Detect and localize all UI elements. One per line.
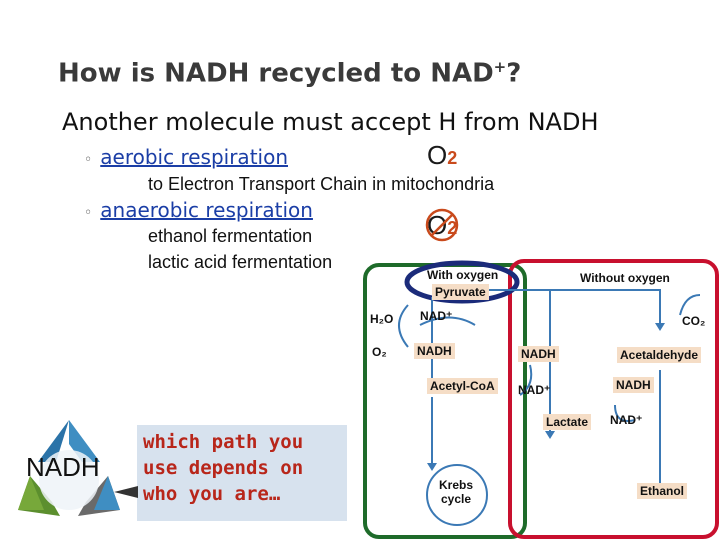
box-nadh-1: NADH <box>414 343 455 359</box>
arrow-o2-h2o <box>398 304 409 348</box>
arrow-pyruvate-acetaldehyde <box>488 289 661 325</box>
nadh-logo-label: NADH <box>26 452 100 482</box>
slide-title: How is NADH recycled to NAD+? <box>58 58 522 89</box>
ethanol-fermentation: ethanol fermentation <box>148 226 313 246</box>
arrow-nad-return <box>519 364 533 396</box>
box-pyruvate: Pyruvate <box>432 284 489 300</box>
metabolism-diagram <box>363 259 719 539</box>
label-co2: CO₂ <box>682 314 706 328</box>
pyruvate-highlight-oval <box>404 260 520 304</box>
label-nad-plus-3: NAD⁺ <box>610 413 643 427</box>
callout-box: which path you use depends on who you ar… <box>137 425 347 521</box>
box-acetaldehyde: Acetaldehyde <box>617 347 702 363</box>
no-o2-symbol: O2 <box>427 210 458 240</box>
label-o2: O₂ <box>372 345 387 359</box>
label-krebs-cycle: Krebs cycle <box>438 478 473 506</box>
arrow-nad <box>419 316 476 326</box>
label-h2o: H₂O <box>370 312 394 326</box>
aerobic-detail: to Electron Transport Chain in mitochond… <box>148 174 495 194</box>
recycle-icon <box>18 420 120 516</box>
callout-pointer <box>114 486 138 498</box>
label-nad-plus-2: NAD⁺ <box>518 383 551 397</box>
box-acetyl-coa: Acetyl-CoA <box>427 378 498 394</box>
box-nadh-3: NADH <box>613 377 654 393</box>
main-bullet: Another molecule must accept H from NADH <box>62 108 599 136</box>
arrow-nad-ethanol <box>614 404 636 422</box>
box-lactate: Lactate <box>543 414 592 430</box>
label-nad-plus-1: NAD⁺ <box>420 309 453 323</box>
label-with-oxygen: With oxygen <box>427 268 499 282</box>
box-ethanol: Ethanol <box>637 483 687 499</box>
box-nadh-2: NADH <box>518 346 559 362</box>
label-without-oxygen: Without oxygen <box>580 271 670 285</box>
lactic-fermentation: lactic acid fermentation <box>148 252 333 272</box>
aerobic-bullet: ◦aerobic respiration <box>84 145 288 169</box>
callout-text: which path you use depends on who you ar… <box>143 431 304 505</box>
anaerobic-bullet: ◦anaerobic respiration <box>84 198 313 222</box>
no-oxygen-slash-icon <box>425 208 459 242</box>
without-oxygen-panel <box>508 259 719 539</box>
krebs-cycle-ring <box>426 464 488 526</box>
o2-symbol: O2 <box>427 140 458 170</box>
arrow-co2 <box>679 294 701 316</box>
